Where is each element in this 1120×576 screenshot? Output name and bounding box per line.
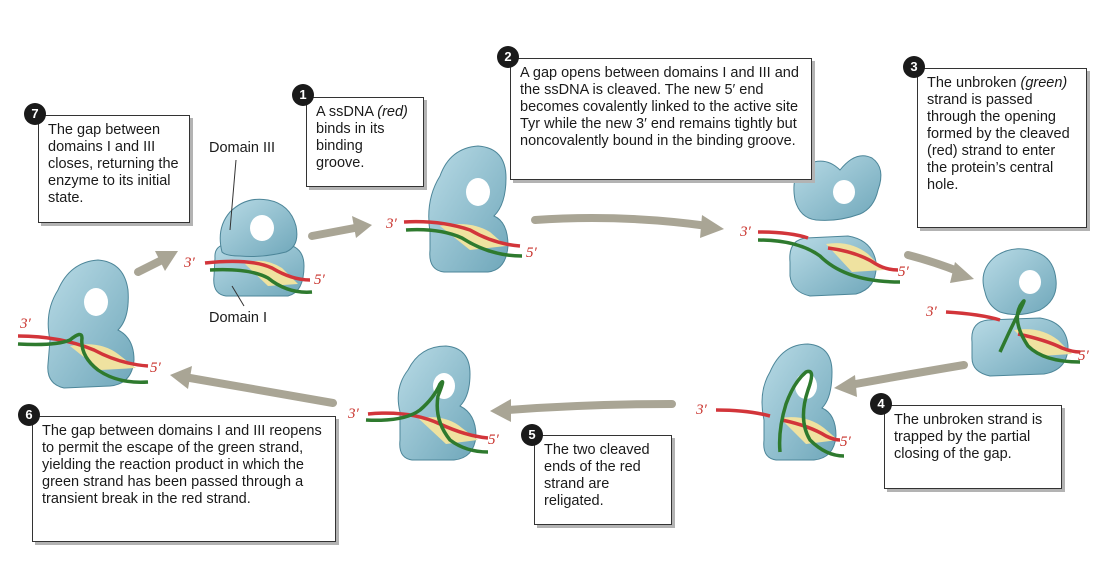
label-3prime: 3′ — [739, 224, 752, 240]
arrowhead-7-to-1 — [155, 251, 178, 271]
red-strand — [17, 334, 149, 368]
step-7-number: 7 — [24, 103, 46, 125]
label-3prime: 3′ — [347, 406, 360, 422]
enzyme-state-2: 3′ 5′ — [385, 145, 538, 273]
arrowhead-4-to-5 — [834, 375, 857, 397]
label-5prime: 5′ — [526, 245, 538, 261]
label-5prime: 5′ — [314, 272, 326, 288]
label-5prime: 5′ — [840, 434, 852, 450]
central-hole — [466, 178, 490, 206]
green-strand — [17, 332, 149, 384]
central-hole — [833, 180, 855, 204]
red-strand — [204, 259, 311, 282]
step-3-text-em: (green) — [1020, 75, 1068, 91]
arrowhead-1-to-2 — [352, 216, 372, 238]
arrow-3-to-4 — [904, 251, 964, 276]
step-7-callout: The gap between domains I and III closes… — [38, 115, 190, 223]
label-3prime: 3′ — [925, 304, 938, 320]
step-2-text: A gap opens between domains I and III an… — [520, 65, 799, 149]
enzyme-state-7: 3′ 5′ — [17, 259, 162, 389]
green-strand — [365, 380, 489, 454]
arrow-5-to-6 — [504, 400, 676, 414]
binding-groove — [440, 224, 506, 250]
label-3prime: 3′ — [19, 316, 32, 332]
central-hole — [250, 215, 274, 241]
arrow-7-to-1 — [134, 257, 164, 276]
red-strand — [715, 408, 771, 418]
step-6-number: 6 — [18, 404, 40, 426]
enzyme-state-4: 3′ 5′ — [925, 248, 1090, 377]
label-3prime: 3′ — [183, 255, 196, 271]
binding-groove — [70, 344, 136, 370]
enzyme-state-1: 3′ 5′ — [183, 159, 326, 307]
green-strand — [757, 238, 901, 284]
central-hole — [1019, 270, 1041, 294]
domain3-leader-line — [229, 159, 237, 231]
label-3prime: 3′ — [695, 402, 708, 418]
step-4-callout: The unbroken strand is trapped by the pa… — [884, 405, 1062, 489]
red-strand — [757, 230, 809, 240]
label-5prime: 5′ — [488, 432, 500, 448]
step-5-text: The two cleaved ends of the red strand a… — [544, 442, 650, 509]
step-2-callout: A gap opens between domains I and III an… — [510, 58, 812, 180]
enzyme-state-5: 3′ 5′ — [695, 343, 852, 461]
step-6-callout: The gap between domains I and III reopen… — [32, 416, 336, 542]
binding-groove — [245, 260, 298, 286]
arrow-1-to-2 — [308, 223, 364, 240]
step-4-number: 4 — [870, 393, 892, 415]
step-2-number: 2 — [497, 46, 519, 68]
step-3-text-post: strand is passed through the opening for… — [927, 92, 1070, 193]
step-7-text: The gap between domains I and III closes… — [48, 122, 179, 206]
green-strand — [405, 227, 523, 258]
label-5prime: 5′ — [1078, 348, 1090, 364]
enzyme-state-6: 3′ 5′ — [347, 345, 500, 461]
step-1-text-post: binds in its binding groove. — [316, 121, 385, 171]
green-strand — [209, 267, 313, 294]
domain-3-label: Domain III — [209, 140, 276, 156]
arrow-6-to-7 — [186, 374, 337, 407]
label-3prime: 3′ — [385, 216, 398, 232]
protein-body — [761, 343, 837, 461]
red-strand — [827, 246, 899, 272]
arrow-4-to-5 — [846, 361, 968, 389]
step-1-callout: A ssDNA (red) binds in its binding groov… — [306, 97, 424, 187]
label-5prime: 5′ — [898, 264, 910, 280]
binding-groove — [418, 417, 478, 444]
enzyme-state-3: 3′ 5′ — [739, 155, 910, 297]
step-1-text-pre: A ssDNA — [316, 104, 374, 120]
step-3-callout: The unbroken (green) strand is passed th… — [917, 68, 1087, 228]
arrowhead-3-to-4 — [950, 262, 974, 283]
step-4-text: The unbroken strand is trapped by the pa… — [894, 412, 1043, 462]
arrowhead-5-to-6 — [490, 399, 511, 422]
domain1-leader-line — [231, 285, 245, 307]
green-strand — [998, 299, 1081, 364]
domain-1-label: Domain I — [209, 310, 268, 326]
red-strand — [1017, 332, 1081, 354]
step-5-callout: The two cleaved ends of the red strand a… — [534, 435, 672, 525]
green-strand — [777, 369, 845, 458]
red-strand — [945, 310, 1001, 322]
step-3-text-pre: The unbroken — [927, 75, 1017, 91]
cycle-arrows — [134, 214, 974, 422]
arrowhead-2-to-3 — [700, 215, 724, 238]
arrowhead-6-to-7 — [170, 366, 192, 389]
central-hole — [84, 288, 108, 316]
arrow-2-to-3 — [531, 214, 712, 230]
step-1-number: 1 — [292, 84, 314, 106]
step-5-number: 5 — [521, 424, 543, 446]
red-strand — [403, 219, 521, 248]
step-3-number: 3 — [903, 56, 925, 78]
step-1-text-em: (red) — [377, 104, 408, 120]
label-5prime: 5′ — [150, 360, 162, 376]
central-hole — [433, 373, 455, 399]
step-6-text: The gap between domains I and III reopen… — [42, 423, 322, 507]
red-strand — [781, 418, 841, 442]
